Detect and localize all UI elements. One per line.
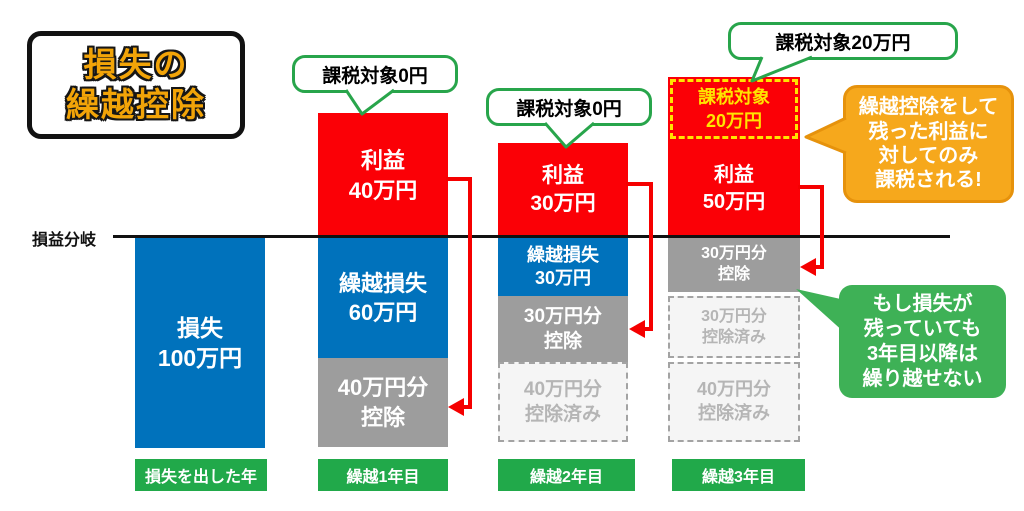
bar2-profit-segment: 利益 40万円 <box>318 113 448 238</box>
bar4-profit-text: 利益 50万円 <box>668 141 800 237</box>
bar4-deducted-y2-line1: 30万円分 <box>701 307 767 325</box>
arrow-year3-deduction-head <box>800 258 816 276</box>
year-label-carryover-2-text: 繰越2年目 <box>530 469 603 486</box>
green-note-tail <box>796 289 845 333</box>
bar4-profit-segment: 課税対象 20万円 利益 50万円 <box>668 77 800 237</box>
bar3-carryover-loss-segment: 繰越損失 30万円 <box>498 238 628 296</box>
bar4-deduction-line2: 控除 <box>717 266 750 283</box>
bar3-deducted-segment: 40万円分 控除済み <box>498 362 628 442</box>
bar4-deducted-y1-line2: 控除済み <box>698 403 770 423</box>
bar2-profit-line2: 40万円 <box>348 177 418 203</box>
year-label-carryover-1: 繰越1年目 <box>318 459 448 491</box>
year-label-carryover-3: 繰越3年目 <box>672 459 805 491</box>
bubble-taxable-20-year3: 課税対象20万円 <box>728 22 958 60</box>
page-title-line2: 繰越控除 <box>66 86 206 123</box>
bar2-deduction-line1: 40万円分 <box>337 375 429 401</box>
arrow-year1-deduction-head <box>448 398 464 416</box>
bar4-deducted-y1-line1: 40万円分 <box>696 379 772 400</box>
bar2-deduction-segment: 40万円分 控除 <box>318 358 448 447</box>
arrow-year3-deduction <box>798 185 824 269</box>
bar4-deduction-line1: 30万円分 <box>701 245 767 263</box>
bubble-taxable-zero-year2: 課税対象0円 <box>486 88 652 126</box>
bar4-profit-line2: 50万円 <box>702 191 766 213</box>
orange-note-tail <box>804 116 847 155</box>
bar3-profit-segment: 利益 30万円 <box>498 143 628 237</box>
bar3-deduction-segment: 30万円分 控除 <box>498 296 628 362</box>
orange-note-line4: 課税される! <box>875 169 982 192</box>
bar4-profit-line1: 利益 <box>714 164 754 186</box>
bar4-deducted-y1-segment: 40万円分 控除済み <box>668 362 800 442</box>
bar3-profit-line2: 30万円 <box>530 192 596 215</box>
bar4-taxable-box: 課税対象 20万円 <box>670 79 798 139</box>
bubble1-tail <box>344 88 395 116</box>
arrow-year1-deduction <box>446 177 472 409</box>
bar4-deducted-y2-line2: 控除済み <box>701 329 766 346</box>
year-label-carryover-3-text: 繰越3年目 <box>702 469 775 486</box>
page-title-line1: 損失の <box>83 46 189 84</box>
note-green-no-carryover-after-3y: もし損失が 残っていても 3年目以降は 繰り越せない <box>839 285 1006 398</box>
year-label-loss-year-text: 損失を出した年 <box>144 469 257 486</box>
green-note-line3: 3年目以降は <box>866 342 979 365</box>
bubble-taxable-20-year3-text: 課税対象20万円 <box>775 32 911 54</box>
arrow-year2-deduction-head <box>629 320 645 338</box>
bar1-loss-line2: 100万円 <box>157 345 243 371</box>
bar3-carryover-line1: 繰越損失 <box>527 244 599 265</box>
year-label-loss-year: 損失を出した年 <box>135 459 267 491</box>
year-label-carryover-2: 繰越2年目 <box>498 459 635 491</box>
bar3-profit-line1: 利益 <box>542 164 584 188</box>
break-even-line <box>113 235 950 238</box>
bar4-deduction-segment: 30万円分 控除 <box>668 238 800 292</box>
green-note-line1: もし損失が <box>872 292 973 315</box>
bar2-profit-line1: 利益 <box>360 148 405 174</box>
arrow-year2-deduction <box>626 182 653 331</box>
orange-note-line3: 対してのみ <box>878 145 979 167</box>
bar3-deduction-line1: 30万円分 <box>523 305 603 327</box>
bar1-loss-line1: 損失 <box>177 314 223 341</box>
green-note-line4: 繰り越せない <box>862 367 983 390</box>
bar3-deduction-line2: 控除 <box>543 331 582 352</box>
bar2-deduction-line2: 控除 <box>360 404 405 430</box>
bar4-taxable-line1: 課税対象 <box>698 86 770 107</box>
title-box: 損失の 繰越控除 <box>27 31 245 139</box>
break-even-label: 損益分岐 <box>32 232 97 249</box>
green-note-line2: 残っていても <box>863 317 982 340</box>
bubble-taxable-zero-year1-text: 課税対象0円 <box>322 65 428 87</box>
bar4-deducted-y2-segment: 30万円分 控除済み <box>668 296 800 358</box>
note-orange-taxed-on-remaining: 繰越控除をして 残った利益に 対してのみ 課税される! <box>843 85 1014 203</box>
bar2-carryover-line2: 60万円 <box>348 300 418 325</box>
bar3-deducted-line2: 控除済み <box>524 404 601 425</box>
bubble-taxable-zero-year2-text: 課税対象0円 <box>516 98 622 120</box>
bar4-taxable-line2: 20万円 <box>705 111 763 131</box>
bar3-carryover-line2: 30万円 <box>534 268 592 288</box>
year-label-carryover-1-text: 繰越1年目 <box>346 469 420 486</box>
bar1-loss-segment: 損失 100万円 <box>135 238 265 448</box>
orange-note-line2: 残った利益に <box>868 120 989 143</box>
orange-note-line1: 繰越控除をして <box>858 96 999 119</box>
bubble-taxable-zero-year1: 課税対象0円 <box>292 55 458 93</box>
bar2-carryover-line1: 繰越損失 <box>338 270 427 296</box>
bar3-deducted-line1: 40万円分 <box>523 378 603 400</box>
bar2-carryover-loss-segment: 繰越損失 60万円 <box>318 238 448 358</box>
